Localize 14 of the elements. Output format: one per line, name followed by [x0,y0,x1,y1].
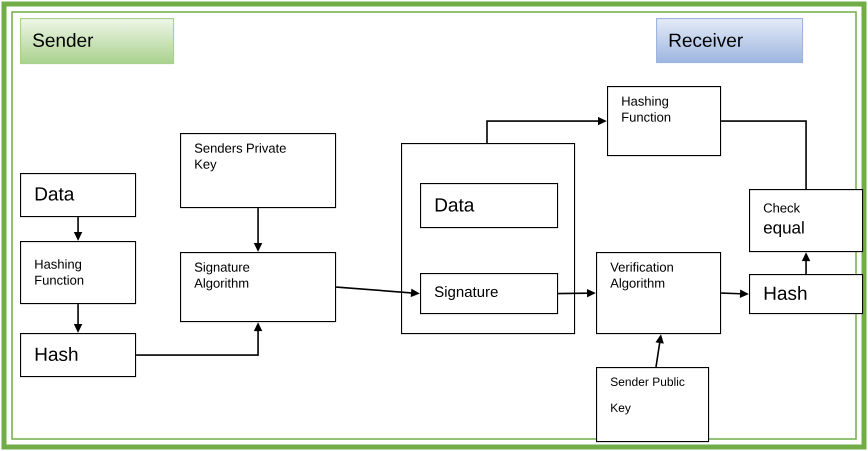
section-title-box: Receiver [656,18,804,64]
process-box: Senders Private Key [180,133,336,208]
process-box: Signature Algorithm [180,252,336,322]
process-box: Hashing Function [20,241,136,304]
process-box: Sender Public Key [596,367,710,442]
process-box: Hash [20,333,136,378]
process-box: Hashing Function [607,86,722,156]
process-box: Verification Algorithm [596,252,722,334]
process-box: Data [420,183,558,228]
process-box: Data [20,173,136,218]
process-box: Check equal [749,189,864,252]
section-title-box: Sender [20,18,174,64]
process-box: Hash [749,274,864,314]
process-box: Signature [420,273,558,314]
